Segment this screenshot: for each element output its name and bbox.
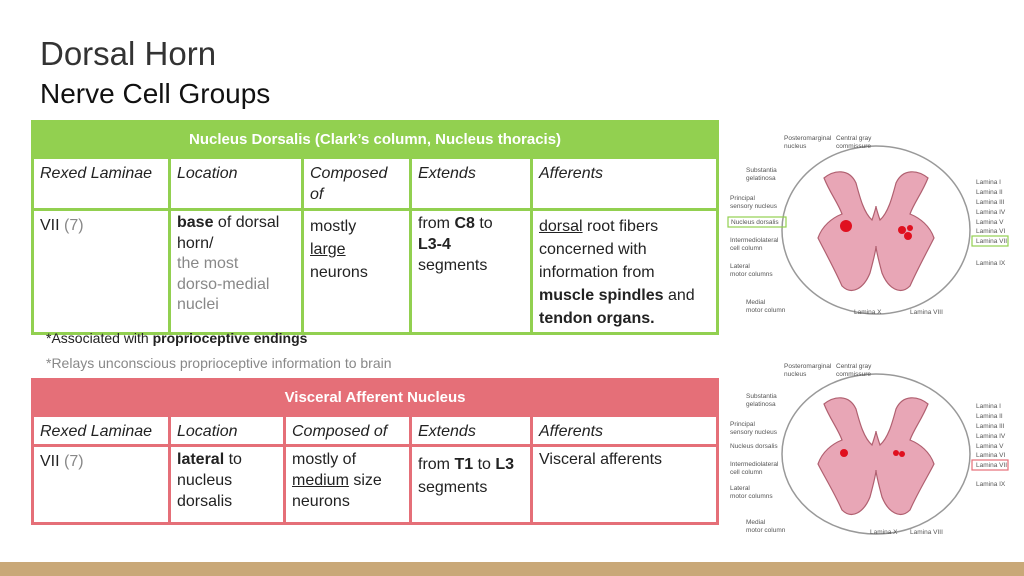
composed-cell: mostly large neurons	[301, 208, 412, 335]
svg-text:nucleus: nucleus	[784, 371, 807, 378]
svg-text:Intermediolateral: Intermediolateral	[730, 461, 779, 468]
svg-text:Lamina VIII: Lamina VIII	[910, 309, 943, 316]
svg-text:nucleus: nucleus	[784, 143, 807, 150]
column-header-location: Location	[168, 156, 304, 211]
gray-matter	[817, 397, 935, 515]
spinal-cord-diagram-top: Posteromarginal nucleus Central gray com…	[727, 135, 1009, 316]
label-posteromarginal: Posteromarginal	[784, 135, 832, 142]
svg-text:Posteromarginal: Posteromarginal	[784, 363, 832, 370]
visceral-afferent-table: Visceral Afferent Nucleus Rexed Laminae …	[30, 378, 720, 525]
svg-text:Lamina I: Lamina I	[976, 403, 1001, 410]
column-header-location: Location	[168, 414, 286, 447]
label-lamina-vii: Lamina VII	[976, 462, 1007, 469]
extends-cell: from C8 to L3-4 segments	[409, 208, 533, 335]
afferents-cell: dorsal root fibers concerned with inform…	[529, 208, 720, 335]
svg-text:motor columns: motor columns	[730, 493, 773, 500]
svg-text:commissure: commissure	[836, 371, 871, 378]
column-header-laminae: Rexed Laminae	[31, 414, 171, 447]
svg-text:Lamina VI: Lamina VI	[976, 228, 1005, 235]
svg-text:Lamina X: Lamina X	[870, 529, 898, 536]
column-header-afferents: Afferents	[529, 156, 720, 211]
svg-text:Central gray: Central gray	[836, 363, 872, 370]
svg-text:Lamina II: Lamina II	[976, 189, 1003, 196]
svg-text:Lamina I: Lamina I	[976, 179, 1001, 186]
laminae-cell: VII (7)	[31, 208, 171, 335]
note-associated: *Associated with proprioceptive endings	[46, 330, 308, 346]
svg-text:Medial: Medial	[746, 299, 766, 306]
svg-text:Lamina IX: Lamina IX	[976, 260, 1006, 267]
page-title: Dorsal Horn	[40, 35, 217, 72]
laminae-cell: VII (7)	[31, 444, 171, 525]
svg-text:Lateral: Lateral	[730, 485, 750, 492]
svg-text:Lamina III: Lamina III	[976, 199, 1005, 206]
extends-cell: from T1 to L3 segments	[409, 444, 533, 525]
afferents-cell: Visceral afferents	[529, 444, 720, 525]
svg-text:Principal: Principal	[730, 421, 755, 428]
table-header: Visceral Afferent Nucleus	[30, 378, 720, 417]
column-header-composed: Composed of	[283, 414, 412, 447]
svg-text:Lamina IV: Lamina IV	[976, 209, 1006, 216]
svg-text:Lamina III: Lamina III	[976, 423, 1005, 430]
svg-text:Lamina V: Lamina V	[976, 443, 1004, 450]
svg-text:motor columns: motor columns	[730, 271, 773, 278]
svg-text:Lamina VI: Lamina VI	[976, 452, 1005, 459]
svg-text:Substantia: Substantia	[746, 393, 777, 400]
svg-text:Intermediolateral: Intermediolateral	[730, 237, 779, 244]
svg-text:cell column: cell column	[730, 469, 763, 476]
svg-text:cell column: cell column	[730, 245, 763, 252]
svg-text:commissure: commissure	[836, 143, 871, 150]
svg-text:Lateral: Lateral	[730, 263, 750, 270]
footer-bar	[0, 562, 1024, 576]
svg-text:Substantia: Substantia	[746, 167, 777, 174]
location-cell: base of dorsal horn/ the most dorso-medi…	[168, 208, 304, 335]
svg-text:Lamina X: Lamina X	[854, 309, 882, 316]
svg-text:Lamina II: Lamina II	[976, 413, 1003, 420]
spinal-cord-diagram-bottom: Posteromarginal nucleus Central gray com…	[730, 363, 1009, 536]
svg-text:Nucleus dorsalis: Nucleus dorsalis	[730, 443, 778, 450]
column-header-extends: Extends	[409, 156, 533, 211]
nucleus-dorsalis-table: Nucleus Dorsalis (Clark’s column, Nucleu…	[30, 120, 720, 335]
svg-text:Lamina V: Lamina V	[976, 219, 1004, 226]
column-header-extends: Extends	[409, 414, 533, 447]
svg-text:Central gray: Central gray	[836, 135, 872, 142]
gray-matter	[817, 171, 935, 291]
composed-cell: mostly of medium size neurons	[283, 444, 412, 525]
svg-text:Lamina IX: Lamina IX	[976, 481, 1006, 488]
svg-text:motor column: motor column	[746, 527, 786, 534]
svg-text:Medial: Medial	[746, 519, 766, 526]
column-header-laminae: Rexed Laminae	[31, 156, 171, 211]
nucleus-dorsalis-dot	[840, 220, 852, 232]
page-subtitle: Nerve Cell Groups	[40, 78, 271, 109]
svg-text:Lamina VIII: Lamina VIII	[910, 529, 943, 536]
location-cell: lateral to nucleus dorsalis	[168, 444, 286, 525]
column-header-afferents: Afferents	[529, 414, 720, 447]
svg-text:Principal: Principal	[730, 195, 755, 202]
table-header: Nucleus Dorsalis (Clark’s column, Nucleu…	[30, 120, 720, 159]
svg-text:Lamina IV: Lamina IV	[976, 433, 1006, 440]
label-lamina-vii: Lamina VII	[976, 238, 1007, 245]
svg-text:gelatinosa: gelatinosa	[746, 401, 776, 408]
svg-text:gelatinosa: gelatinosa	[746, 175, 776, 182]
label-nucleus-dorsalis: Nucleus dorsalis	[731, 219, 779, 226]
svg-text:sensory nucleus: sensory nucleus	[730, 429, 778, 436]
svg-text:motor column: motor column	[746, 307, 786, 314]
svg-text:sensory nucleus: sensory nucleus	[730, 203, 778, 210]
note-relays: *Relays unconscious proprioceptive infor…	[46, 355, 392, 371]
